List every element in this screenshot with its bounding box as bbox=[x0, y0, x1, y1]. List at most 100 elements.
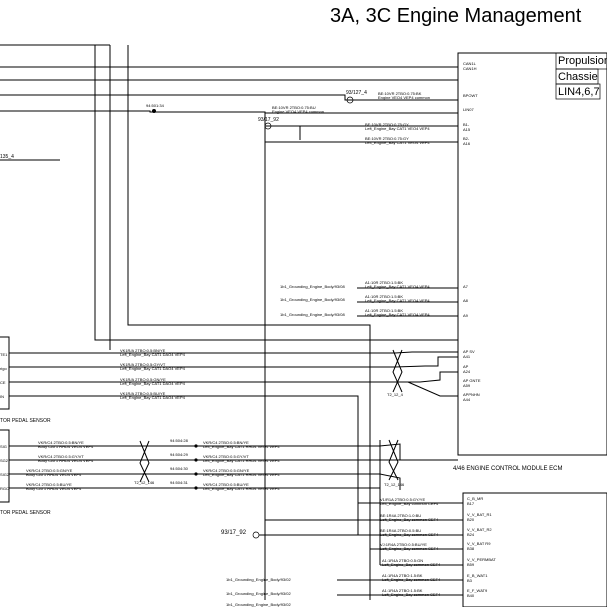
splice-label: 94:501:34 bbox=[146, 103, 165, 108]
wire-route: Left_Engine_Bay CAT1 VEO4 VEP4 bbox=[365, 126, 430, 131]
lower-pin-label: B40 bbox=[467, 593, 475, 598]
wire-pedal1-c bbox=[9, 371, 458, 383]
wire-bpowt bbox=[0, 94, 458, 101]
wire-vertical-1 bbox=[94, 45, 458, 341]
ecm-pin-label: A16 bbox=[463, 141, 471, 146]
lower-pin-label: B24 bbox=[467, 532, 475, 537]
wire-vertical-3 bbox=[127, 45, 371, 600]
ecm-pin-label: AP GNTE bbox=[463, 378, 481, 383]
ecm-pin-label: A8 bbox=[463, 298, 469, 303]
lower-pin-label: V_V_BAT R9 bbox=[467, 541, 491, 546]
lower-module-box bbox=[462, 492, 607, 607]
wire-route: Body CAT1 RHD4 VEO4 VEP4 bbox=[26, 486, 82, 491]
twisted-pair-symbol bbox=[392, 349, 403, 393]
connector-label: 93/17_92 bbox=[221, 530, 247, 536]
pedal-pin: IN bbox=[0, 394, 4, 399]
wire-spec: BE:10VR 2TBO:0.75:GY bbox=[365, 136, 409, 141]
ecm-pin-label: A59 bbox=[463, 383, 471, 388]
connector-label: 93/17_92 bbox=[258, 117, 279, 123]
wire-route: Left_Engine_Bay CAT1 VEO4 VEP4 bbox=[365, 140, 430, 145]
connector-symbol bbox=[346, 96, 354, 104]
ecm-module-box bbox=[457, 52, 607, 456]
lower-pin-label: B20 bbox=[467, 517, 475, 522]
twisted-pair-label: T2_12_146 bbox=[384, 482, 405, 487]
ecm-pin-label: BPOWT bbox=[463, 93, 478, 98]
wire-spec: A1:1R4A 2TBO:0.5:GN bbox=[382, 558, 423, 563]
twisted-pair-symbol bbox=[388, 439, 399, 481]
wire-spec: VK1R/A 2TBO:0.5:BN/YE bbox=[120, 348, 166, 353]
wire-spec: VKR/C4 2TBO:0.5:BU/YE bbox=[203, 482, 249, 487]
ecm-pin-label: AP bbox=[463, 364, 469, 369]
pedal-sensor-1-connector bbox=[0, 336, 10, 410]
ecm-pin-label: APPNHN bbox=[463, 392, 480, 397]
connector-label: 93/127_4 bbox=[346, 90, 367, 96]
wire-route: Engine VEO4 VEP4 common bbox=[378, 95, 430, 100]
lower-pin-label: V_V_BAT_R2 bbox=[467, 527, 492, 532]
wire-spec: BE:10VR 2TBO:0.75:GY bbox=[365, 122, 409, 127]
wire-spec: VKR/C4 2TBO:0.5:BU/YE bbox=[26, 482, 72, 487]
wire-route: Left_Engine_Bay common CEF4 bbox=[382, 592, 441, 597]
splice-dot bbox=[152, 109, 156, 113]
ecm-pin-label: B2- bbox=[463, 136, 470, 141]
lower-pin-label: B38 bbox=[467, 546, 475, 551]
wire-route: Left_Engine_Bay common CEF4 bbox=[382, 577, 441, 582]
tag-lin-box bbox=[555, 83, 601, 100]
wire-route: Left_Engine_Bay CAT1 VEO4 VEP4 bbox=[365, 284, 430, 289]
wire-spec: A1:10R 2TBO:1.5:BK bbox=[365, 308, 403, 313]
pedal-pin: TE1 bbox=[0, 352, 8, 357]
wire-lin07 bbox=[0, 110, 458, 114]
wire-route: Left_Engine_Bay CAT1 RHD4 VEO4 VEP4 bbox=[203, 444, 280, 449]
wire-route: Left_Engine_Bay common CEF4 bbox=[380, 501, 439, 506]
ecm-module-label: 4/46 ENGINE CONTROL MODULE ECM bbox=[453, 466, 562, 472]
wire-route: Engine VEO4 VEP4 common bbox=[272, 109, 324, 114]
splice-dot bbox=[194, 444, 198, 448]
splice-dot bbox=[194, 458, 198, 462]
wire-spec: BE:10VR 2TBO:0.75:BU bbox=[272, 105, 316, 110]
wire-spec: A1:10R 2TBO:1.5:BK bbox=[365, 294, 403, 299]
wire-spec: A1:1R4A 2TBO:1.5:BK bbox=[382, 588, 423, 593]
pedal-pin: SIG2 bbox=[0, 472, 10, 477]
lower-pin-label: C_B_MR bbox=[467, 496, 483, 501]
ecm-pin-label: A7 bbox=[463, 284, 469, 289]
wire-spec: V1/R1A 2TBO:0.5:GY/YE bbox=[380, 497, 425, 502]
ground-label: 1b1_Grounding_Engine_Body/93/02 bbox=[226, 577, 291, 582]
pedal-pin: CE bbox=[0, 380, 6, 385]
splice-label: 94:504:30 bbox=[170, 466, 189, 471]
wire-route: Left_Engine_Bay CAT1 DAO4 VEP4 bbox=[120, 395, 186, 400]
ground-label: 1b1_Grounding_Engine_Body/93/02 bbox=[226, 591, 291, 596]
splice-label: 94:504:29 bbox=[170, 452, 189, 457]
ecm-pin-label: A24 bbox=[463, 369, 471, 374]
wire-route: Left_Engine_Bay common CEF4 bbox=[382, 562, 441, 567]
wire-route: Left_Engine_Bay CAT1 DAO4 VEP4 bbox=[120, 381, 186, 386]
ground-label: 1b1_Grounding_Engine_Body/93/08 bbox=[280, 297, 345, 302]
wire-route: Left_Engine_Bay common CEF4 bbox=[380, 532, 439, 537]
wire-spec: VKR/C4 2TBO:0.5:GY/VT bbox=[203, 454, 249, 459]
ecm-pin-label: A9 bbox=[463, 313, 469, 318]
wire-spec: VJ:1R4A 2TBO:0.5:BU/YE bbox=[380, 542, 427, 547]
ecm-pin-label: B1- bbox=[463, 122, 470, 127]
splice-label: 94:504:28 bbox=[170, 438, 189, 443]
wire-route: Left_Engine_Bay CAT1 DAO4 VEP4 bbox=[120, 352, 186, 357]
tag-propulsion: Propulsion bbox=[558, 55, 607, 67]
pedal-pin: SG2 bbox=[0, 458, 9, 463]
wire-pedal1-b bbox=[9, 356, 458, 368]
wire-route: Left_Engine_Bay CAT1 RHD4 VEO4 VEP4 bbox=[203, 486, 280, 491]
wire-route: Left_Engine_Bay CAT1 VEO4 VEP4 bbox=[365, 312, 430, 317]
splice-dot bbox=[194, 472, 198, 476]
ecm-pin-label: LIN07 bbox=[463, 107, 474, 112]
twisted-pair-label: T2_12_4 bbox=[387, 392, 404, 397]
lower-pin-label: V_V_PERMBAT bbox=[467, 557, 496, 562]
pedal-sensor-1-label: TOR PEDAL SENSOR bbox=[0, 418, 51, 424]
wire-spec: VKR/C4 2TBO:0.5:GY/VT bbox=[38, 454, 84, 459]
wire-route: Left_Engine_Bay CAT1 RHD4 VEO4 VEP4 bbox=[203, 458, 280, 463]
ecm-pin-label: A41 bbox=[463, 354, 471, 359]
lower-pin-label: B17 bbox=[467, 501, 475, 506]
left-connector-label: 135_4 bbox=[0, 154, 14, 160]
wire-spec: BE:1R4A 2TBO:0.5:BU bbox=[380, 528, 421, 533]
pedal-sensor-2-connector bbox=[0, 429, 10, 503]
wire-route: Body CAT1 RHD4 VEO4 VEP4 bbox=[38, 444, 94, 449]
wire-route: Left_Engine_Bay common CEF4 bbox=[380, 517, 439, 522]
tag-chassie: Chassie bbox=[558, 71, 598, 83]
